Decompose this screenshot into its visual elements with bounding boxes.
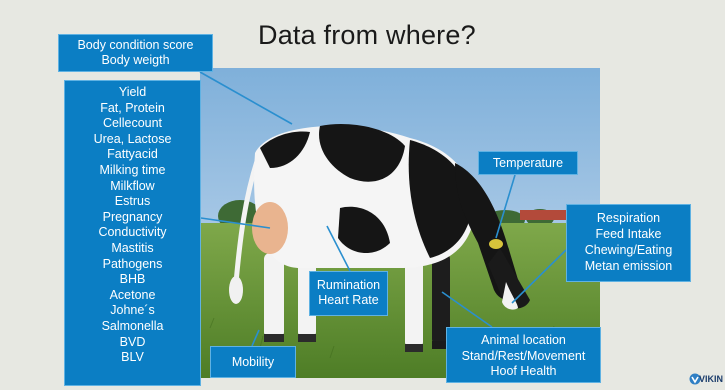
connector-temperature	[495, 174, 516, 239]
logo-text: VIKIN	[699, 374, 724, 384]
box-line: BVD	[119, 334, 146, 349]
connector-body-condition	[199, 71, 293, 125]
box-line: Heart Rate	[318, 293, 379, 308]
box-line: Pathogens	[102, 256, 163, 271]
box-line: Metan emission	[584, 259, 673, 273]
box-line: Cellecount	[102, 116, 163, 131]
box-line: Urea, Lactose	[93, 131, 172, 146]
viking-logo-icon	[689, 373, 701, 385]
box-line: Fattyacid	[107, 147, 158, 162]
mobility-box: Mobility	[210, 346, 296, 378]
box-line: Stand/Rest/Movement	[461, 348, 586, 363]
box-line: Milking time	[99, 162, 166, 177]
box-line: Body condition score	[77, 38, 194, 52]
body-condition-box: Body condition score Body weigth	[58, 34, 213, 72]
box-line: Pregnancy	[102, 209, 163, 224]
box-line: Fat, Protein	[100, 100, 165, 115]
box-line: BLV	[121, 350, 144, 365]
connector-respiration	[511, 249, 567, 304]
temperature-box: Temperature	[478, 151, 578, 175]
box-line: Estrus	[114, 194, 151, 209]
milk-data-box: Yield Fat, Protein Cellecount Urea, Lact…	[64, 80, 201, 386]
box-line: Acetone	[109, 287, 156, 302]
box-line: Salmonella	[101, 318, 164, 333]
box-line: BHB	[119, 272, 146, 287]
rumination-box: Rumination Heart Rate	[309, 271, 388, 316]
box-line: Respiration	[596, 211, 661, 225]
connector-rumination	[326, 225, 351, 272]
connector-milk	[200, 217, 271, 229]
cow	[229, 124, 530, 352]
animal-location-box: Animal location Stand/Rest/Movement Hoof…	[446, 327, 601, 383]
box-line: Johne´s	[110, 303, 155, 318]
box-line: Body weigth	[101, 53, 170, 68]
box-line: Milkflow	[110, 178, 155, 193]
box-line: Mastitis	[111, 240, 154, 255]
box-line: Feed Intake	[595, 227, 662, 241]
connector-location	[441, 291, 493, 328]
box-line: Temperature	[492, 156, 564, 170]
box-line: Mobility	[231, 355, 275, 369]
box-line: Yield	[118, 85, 147, 99]
box-line: Conductivity	[98, 225, 167, 240]
respiration-box: Respiration Feed Intake Chewing/Eating M…	[566, 204, 691, 282]
box-line: Rumination	[316, 278, 381, 292]
box-line: Chewing/Eating	[584, 243, 673, 257]
barn	[520, 210, 580, 220]
connector-mobility	[251, 329, 260, 347]
box-line: Hoof Health	[490, 364, 557, 378]
page-title: Data from where?	[258, 20, 476, 50]
box-line: Animal location	[481, 333, 566, 347]
